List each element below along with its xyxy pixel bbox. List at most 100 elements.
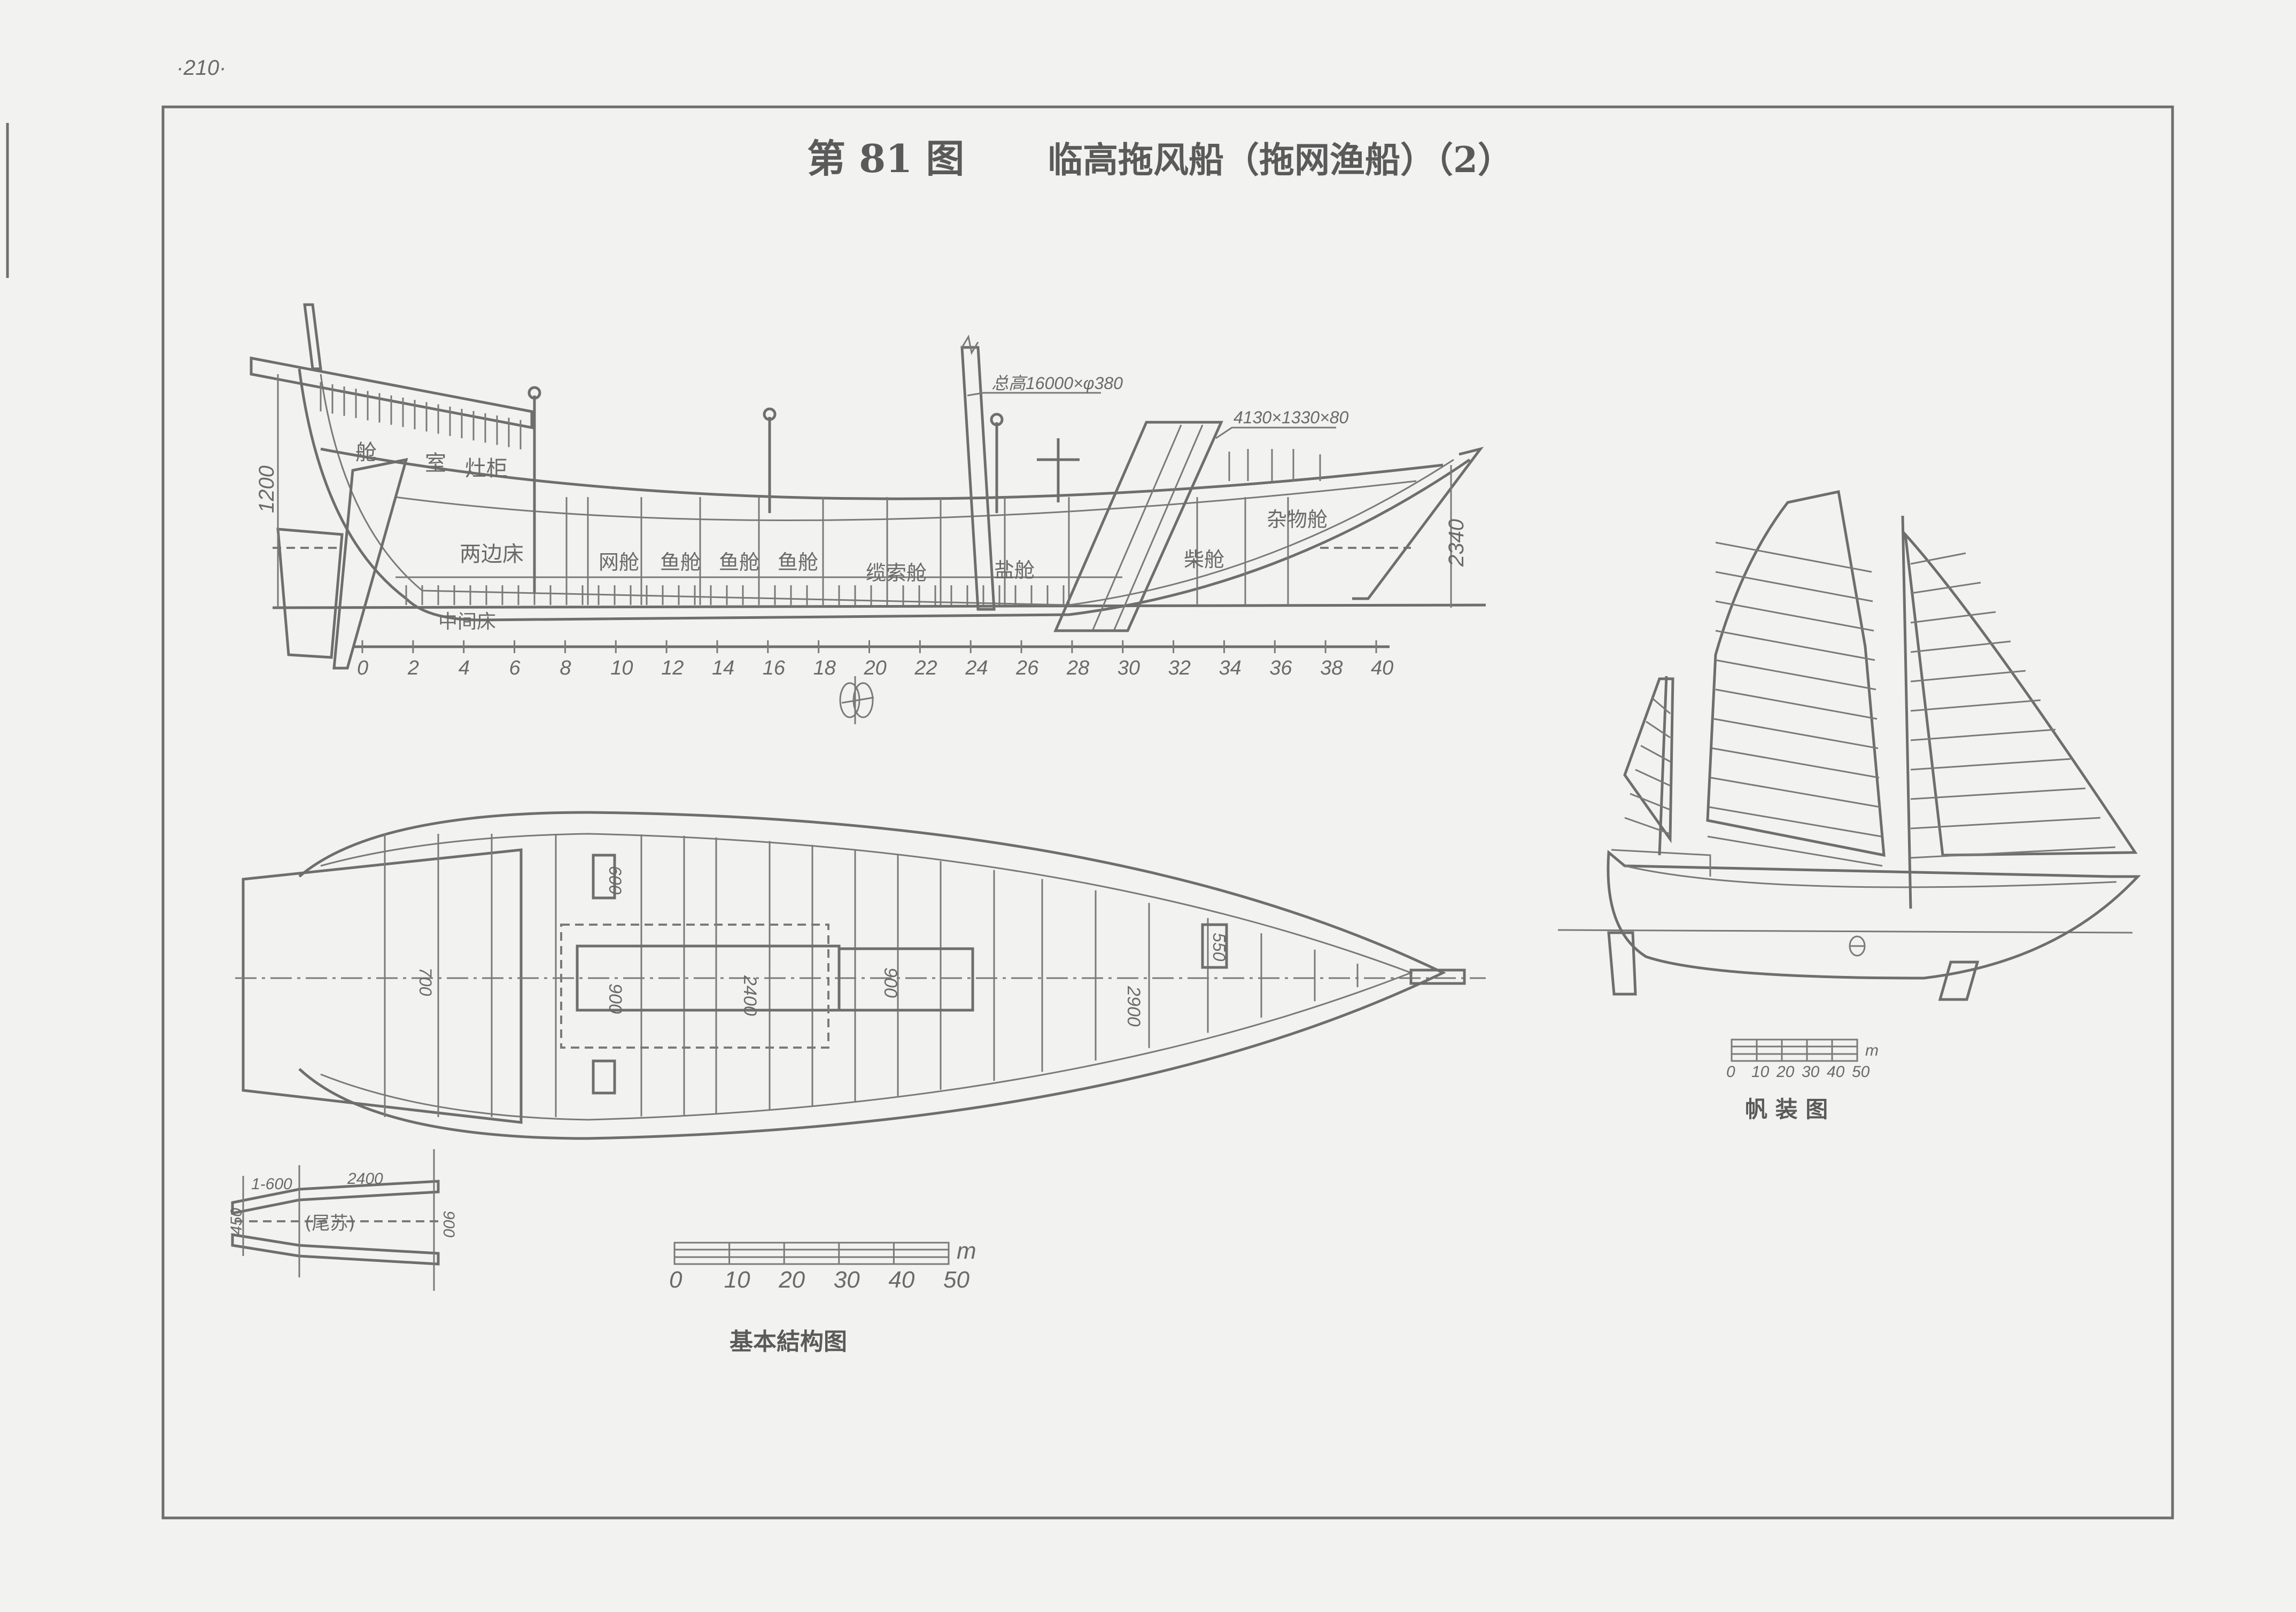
stern-rail [320, 382, 522, 449]
main-sail-batten [1710, 777, 1881, 808]
main-sail-batten [1712, 747, 1880, 779]
fore-sail-batten [1910, 817, 2101, 830]
mizzen-batten [1635, 769, 1671, 787]
fore-sail [1903, 530, 2138, 857]
hatch-fish [837, 947, 974, 1012]
sheer-line [320, 447, 1444, 500]
sail-hull-stern [1611, 849, 1711, 877]
plan-beams [384, 834, 1359, 1117]
profile-view: 舱 室 灶柜 两边床 网舱 鱼舱 鱼舱 鱼舱 缆索舱 盐舱 柴舱 杂物舱 中间床… [250, 303, 1486, 724]
mizzen-batten [1624, 817, 1671, 835]
station-label: 8 [560, 657, 571, 679]
label-galley: 灶柜 [465, 456, 508, 481]
fore-sail-batten [1910, 640, 2011, 653]
fore-sail-batten [1910, 846, 2116, 859]
label-salt-hold: 盐舱 [994, 559, 1035, 582]
centreboard-inner [1092, 424, 1204, 630]
hatch-dashed [560, 924, 829, 1049]
fore-sail-batten [1910, 582, 1981, 594]
sail-plan [1557, 490, 2141, 1001]
mizzen-batten [1630, 793, 1671, 811]
rudder-detail-lower [231, 1233, 440, 1266]
sail-hull [1607, 849, 2141, 980]
label-firewood-hold: 柴舱 [1184, 548, 1224, 571]
page-number: ·210· [176, 56, 226, 80]
label-rope-hold: 缆索舱 [866, 561, 927, 585]
station-label: 24 [965, 657, 988, 679]
windlass [1037, 438, 1080, 502]
scale-bar-label: 40 [1827, 1063, 1845, 1081]
sail-main-mast [1901, 515, 1912, 909]
station-label: 10 [610, 657, 633, 679]
label-fish-hold-1: 鱼舱 [660, 551, 701, 574]
bowsprit [1409, 968, 1466, 985]
stern-post [303, 303, 322, 370]
label-side-berths: 两边床 [460, 542, 524, 567]
hatch-small-2 [592, 1059, 616, 1095]
label-middle-berth: 中间床 [438, 611, 496, 633]
sail-hull-sheer [1624, 865, 2117, 888]
mizzen-batten [1640, 745, 1671, 763]
main-sail-batten [1715, 630, 1875, 661]
plan-dim-3: 900 [605, 983, 625, 1014]
mizzen-sail [1623, 677, 1674, 843]
rudder-dim-d: 900 [440, 1211, 457, 1237]
hatch-small-1 [592, 854, 616, 900]
plan-view: 600 700 900 2400 900 2900 550 [235, 811, 1486, 1140]
label-store-hold: 杂物舱 [1267, 508, 1328, 531]
scale-bar-label: 50 [1852, 1063, 1870, 1081]
main-sail-batten [1715, 571, 1873, 602]
deck-line [395, 480, 1417, 521]
bow-posts [1228, 449, 1321, 481]
rudder-dim-a: 1-600 [251, 1175, 292, 1193]
main-sail-batten [1715, 688, 1878, 720]
figure-title: 临高拖风船（拖网渔船）（2） [1048, 139, 1513, 181]
rudder-blade [276, 528, 344, 659]
stern-cabin-roof [250, 356, 533, 430]
plan-dim-6: 2900 [1123, 986, 1144, 1027]
fore-sail-batten [1910, 758, 2071, 771]
scale-bar-unit: m [1865, 1042, 1879, 1059]
mast-broken-top [961, 334, 979, 355]
station-label: 32 [1168, 657, 1191, 679]
label-net-hold: 网舱 [599, 551, 639, 574]
sail-waterline [1557, 929, 2133, 934]
centreboard [1053, 421, 1223, 632]
station-label: 2 [407, 657, 419, 679]
station-label: 34 [1219, 657, 1241, 679]
station-label: 0 [357, 657, 368, 679]
fore-sail-batten [1910, 787, 2086, 800]
fore-sail-batten [1910, 728, 2056, 741]
plan-dim-7: 550 [1209, 933, 1229, 962]
bow-stem [1352, 446, 1484, 600]
rudder-leader [1215, 427, 1336, 439]
drawing-frame [161, 105, 2174, 1520]
mast-leader [967, 392, 1101, 397]
midship-symbol [839, 676, 874, 724]
station-label: 6 [509, 657, 521, 679]
sail-midship-symbol [1849, 935, 1866, 957]
fore-sail-batten [1910, 670, 2026, 683]
sail-centreboard [1938, 960, 1980, 1001]
scale-bar-frame [1731, 1038, 1858, 1062]
label-fish-hold-2: 鱼舱 [719, 551, 759, 574]
station-label: 36 [1269, 657, 1292, 679]
scale-bar-unit: m [957, 1238, 976, 1264]
plan-gunwale [320, 833, 1414, 1121]
label-hold-aft: 舱 [355, 440, 377, 465]
plan-dim-5: 900 [880, 967, 901, 998]
scale-bar-label: 30 [1802, 1063, 1820, 1081]
sail-battens [1624, 541, 2116, 867]
hatch-small-3 [1201, 923, 1228, 969]
fore-sail-batten [1910, 552, 1966, 565]
plan-dim-2: 700 [416, 967, 435, 996]
station-label: 28 [1066, 657, 1089, 679]
bitt-knob [990, 413, 1004, 427]
main-sail-batten [1709, 806, 1882, 838]
label-fish-hold-3: 鱼舱 [778, 551, 818, 574]
station-label: 30 [1118, 657, 1140, 679]
main-sail-batten [1715, 659, 1876, 691]
fore-sail-batten [1910, 699, 2041, 712]
